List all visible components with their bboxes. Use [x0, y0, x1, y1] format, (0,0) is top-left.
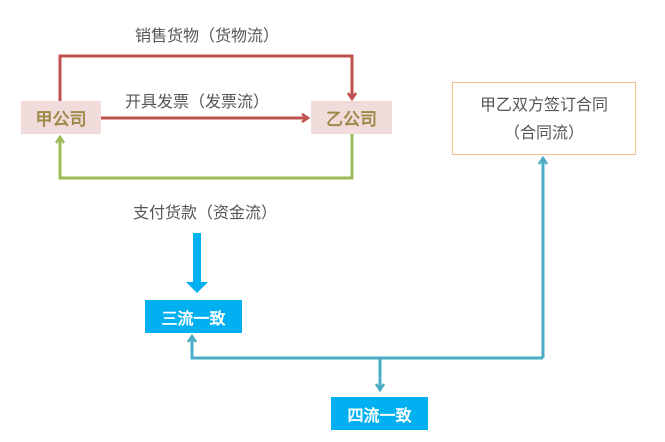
payment-flow-label: 支付货款（资金流）: [132, 203, 278, 222]
contract-subtitle: （合同流）: [503, 122, 584, 142]
company-b-node: 乙公司: [311, 101, 392, 134]
goods-flow-arrow: [58, 54, 352, 101]
contract-to-three-flows-arrow: [192, 336, 543, 360]
four-flows-node: 四流一致: [331, 397, 428, 430]
invoice-flow-label: 开具发票（发票流）: [124, 92, 270, 111]
contract-title: 甲乙双方签订合同: [479, 94, 608, 114]
contract-node: 甲乙双方签订合同 （合同流）: [452, 82, 636, 155]
company-a-node: 甲公司: [21, 101, 101, 134]
payment-flow-arrow: [60, 134, 354, 180]
down-block-arrow: [186, 233, 208, 293]
three-flows-node: 三流一致: [145, 300, 242, 333]
goods-flow-label: 销售货物（货物流）: [134, 26, 280, 45]
